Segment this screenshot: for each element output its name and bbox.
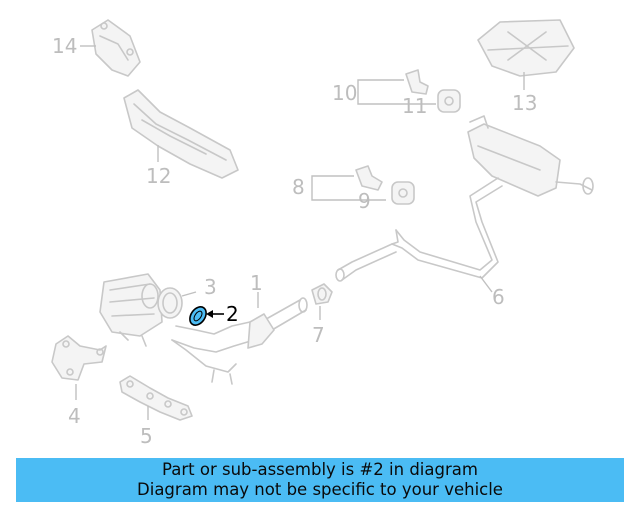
leader-2-arrow — [206, 310, 224, 318]
callout-10[interactable]: 10 — [332, 81, 357, 105]
part-4-bracket[interactable] — [51, 335, 107, 381]
part-5-flange-gasket[interactable] — [119, 375, 193, 421]
part-9-rubber-insulator[interactable] — [391, 181, 415, 205]
part-14-heat-shield[interactable] — [91, 19, 141, 77]
exhaust-parts-diagram: 14 12 13 10 11 8 9 — [51, 19, 594, 448]
banner-line-part: Part or sub-assembly is #2 in diagram — [162, 460, 478, 479]
leader-10-11 — [357, 79, 436, 105]
part-3-gasket[interactable] — [157, 287, 183, 319]
info-banner: Part or sub-assembly is #2 in diagram Di… — [16, 458, 624, 502]
callout-6[interactable]: 6 — [492, 285, 505, 309]
part-11-rubber-insulator[interactable] — [437, 89, 461, 113]
part-1-front-pipe[interactable] — [171, 297, 308, 385]
part-7-clamp[interactable] — [311, 283, 333, 305]
callout-14[interactable]: 14 — [52, 34, 77, 58]
part-2-seal-ring[interactable] — [187, 304, 210, 328]
part-8-hanger-bracket[interactable] — [355, 165, 383, 191]
callout-7[interactable]: 7 — [312, 323, 325, 347]
callout-8[interactable]: 8 — [292, 175, 305, 199]
catalytic-converter — [99, 273, 163, 347]
banner-line-disclaimer: Diagram may not be specific to your vehi… — [137, 480, 503, 499]
callout-4[interactable]: 4 — [68, 404, 81, 428]
callout-2[interactable]: 2 — [226, 302, 239, 326]
leader-8-9 — [311, 175, 386, 201]
callout-3[interactable]: 3 — [204, 275, 217, 299]
leader-6 — [479, 275, 493, 293]
callout-11[interactable]: 11 — [402, 94, 427, 118]
callout-5[interactable]: 5 — [140, 424, 153, 448]
leader-3 — [181, 291, 197, 297]
callout-13[interactable]: 13 — [512, 91, 537, 115]
callout-12[interactable]: 12 — [146, 164, 171, 188]
callout-1[interactable]: 1 — [250, 271, 263, 295]
rear-muffler — [467, 115, 594, 197]
callout-9[interactable]: 9 — [358, 189, 371, 213]
part-6-intermediate-pipe[interactable] — [335, 177, 503, 282]
part-12-heat-shield[interactable] — [123, 89, 239, 179]
part-10-hanger-bracket[interactable] — [405, 69, 429, 95]
part-13-heat-shield[interactable] — [477, 19, 575, 77]
